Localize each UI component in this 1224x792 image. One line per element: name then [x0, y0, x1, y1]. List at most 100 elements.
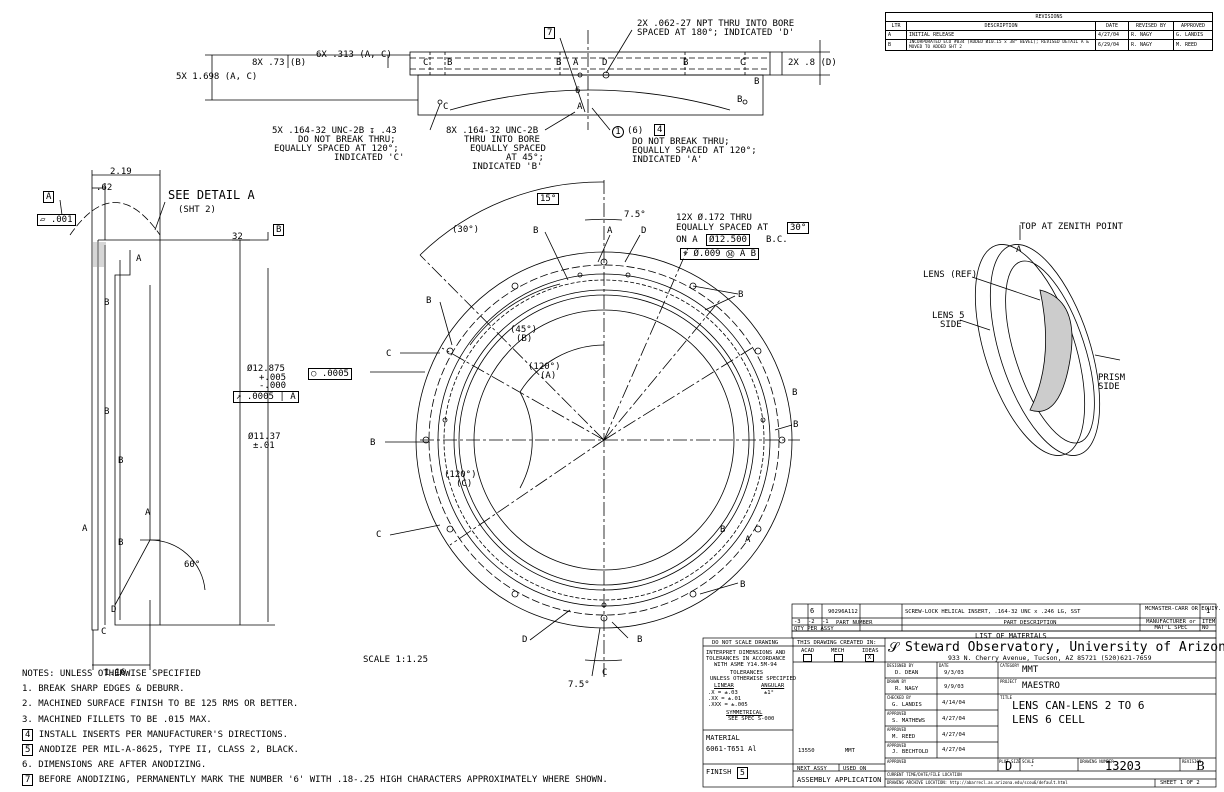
tol-value: .XXX = ±.005 — [708, 702, 748, 708]
revision-row: B INCORPORATED ECO #034 (ADDED Ø10.15 x … — [885, 39, 1213, 51]
bom-list-label: LIST OF MATERIALS — [975, 632, 1047, 640]
iso-view-geometry — [959, 225, 1121, 456]
do-not-scale: DO NOT SCALE DRAWING — [712, 640, 779, 646]
note-c-line: EQUALLY SPACED AT 120°; — [274, 144, 399, 154]
runout-icon: ↗ — [236, 392, 242, 402]
front-letter: B — [740, 580, 746, 590]
tol-value: .X = ±.03 — [708, 690, 738, 696]
revision-label: REVISION — [1182, 759, 1202, 764]
person-name: J. BECHTOLD — [892, 749, 929, 755]
note-item: 5 ANODIZE PER MIL-A-8625, TYPE II, CLASS… — [22, 743, 608, 758]
note-b-line: AT 45°; — [506, 153, 544, 163]
rev-ltr: A — [885, 30, 907, 40]
dim-2x8: 2X .8 (D) — [788, 58, 837, 68]
rev-header-date: DATE — [1095, 21, 1129, 31]
top-letter: C — [423, 58, 429, 68]
top-letter: B — [754, 77, 760, 87]
person-date: 9/9/03 — [944, 684, 964, 690]
person-name: S. MATHEWS — [892, 718, 926, 724]
bom-part-label: PART NUMBER — [836, 620, 873, 626]
title-line-1: LENS CAN-LENS 2 TO 6 — [1012, 699, 1145, 712]
person-name: D. DEAN — [895, 670, 919, 676]
iso-a-mark: A — [1016, 245, 1022, 255]
tol-minus: -.000 — [259, 381, 287, 391]
note-flag: 7 — [22, 774, 34, 787]
rev-date: 4/27/04 — [1095, 30, 1129, 40]
tol-1137: ±.01 — [253, 441, 275, 451]
rev-approved: M. REED — [1173, 39, 1213, 51]
interpret-line: WITH ASME Y14.5M-94 — [714, 662, 777, 668]
cad-ideas-checkbox: X — [865, 654, 874, 662]
plot-size-value: D — [1005, 759, 1013, 773]
front-letter: C — [376, 530, 382, 540]
note-c-line: INDICATED 'C' — [334, 153, 405, 163]
npt-note-line2: SPACED AT 180°; INDICATED 'D' — [637, 28, 795, 38]
used-on-label: USED ON — [843, 766, 867, 772]
rev-desc: INITIAL RELEASE — [906, 30, 1096, 40]
note-a-line: INDICATED 'A' — [632, 155, 703, 165]
bom-part: 90296A112 — [828, 609, 858, 615]
category-value: MMT — [1022, 665, 1039, 675]
rev-header-desc: DESCRIPTION — [906, 21, 1096, 31]
front-letter: B — [793, 420, 799, 430]
bom-item: 1 — [1206, 607, 1211, 615]
project-value: MAESTRO — [1022, 681, 1060, 691]
finish-label: FINISH — [706, 768, 732, 776]
iso-top-label: TOP AT ZENITH POINT — [1020, 222, 1123, 232]
note-item: 3. MACHINED FILLETS TO BE .015 MAX. — [22, 713, 608, 728]
front-letter: B — [533, 226, 539, 236]
tol-unless: UNLESS OTHERWISE SPECIFIED — [710, 676, 797, 682]
person-date: 4/27/04 — [942, 716, 966, 722]
general-notes: NOTES: UNLESS OTHERWISE SPECIFIED 1. BRE… — [22, 667, 608, 789]
datum-a-label: A — [43, 191, 55, 203]
cad-mech-checkbox — [834, 654, 843, 662]
note-flag: 4 — [22, 728, 34, 741]
top-letter: B — [737, 95, 743, 105]
note-item: 2. MACHINED SURFACE FINISH TO BE 125 RMS… — [22, 697, 608, 712]
sheet-number: SHEET 1 OF 2 — [1160, 780, 1200, 786]
drawing-number-label: DRAWING NUMBER — [1080, 759, 1114, 764]
hole-note-1: 12X Ø.172 THRU — [676, 213, 752, 223]
section-letter: C — [101, 627, 107, 637]
scale-block-value: - — [1030, 762, 1035, 770]
notes-header: NOTES: UNLESS OTHERWISE SPECIFIED — [22, 669, 201, 679]
iso-lens5: LENS 5 — [932, 311, 965, 321]
circularity-value: .0005 — [321, 369, 349, 379]
top-letter: D — [602, 58, 608, 68]
interpret-line: INTERPRET DIMENSIONS AND — [706, 650, 786, 656]
bom-qty-label: QTY PER ASSY — [794, 626, 834, 632]
top-letter: B — [683, 58, 689, 68]
angle-7-5-bottom: 7.5° — [568, 680, 590, 690]
section-view-geometry — [59, 170, 275, 670]
rev-approved: G. LANDIS — [1173, 30, 1213, 40]
material-value: 6061-T651 Al — [706, 745, 757, 753]
cad-acad: ACAD — [801, 648, 815, 654]
person-role: APPROVED — [887, 743, 907, 748]
material-label: MATERIAL — [706, 734, 740, 742]
top-letter: 6 — [575, 86, 581, 96]
bom-dash: -2 — [808, 619, 815, 625]
position-tol-value: Ø.009 Ⓜ A B — [693, 249, 757, 259]
rev-ltr: B — [885, 39, 907, 51]
flatness-icon: ▱ — [40, 215, 46, 225]
note-number: 3. — [22, 714, 33, 725]
plot-size-label: PLOT SIZE — [999, 759, 1021, 764]
angle-120a-sub: (A) — [540, 371, 557, 381]
drawing-number: 13203 — [1105, 759, 1142, 773]
dim-1-16: 1.16 — [104, 668, 126, 678]
front-letter: C — [386, 349, 392, 359]
rev-header-ltr: LTR — [885, 21, 907, 31]
note-text: MACHINED SURFACE FINISH TO BE 125 RMS OR… — [38, 699, 299, 710]
front-letter: B — [426, 296, 432, 306]
person-date: 9/3/03 — [944, 670, 964, 676]
next-assy-label: NEXT ASSY — [797, 766, 827, 772]
note-item: 6. DIMENSIONS ARE AFTER ANODIZING. — [22, 758, 608, 773]
front-letter: D — [522, 635, 528, 645]
note-item: 7 BEFORE ANODIZING, PERMANENTLY MARK THE… — [22, 773, 608, 788]
person-name: R. NAGY — [895, 686, 919, 692]
cad-mech: MECH — [831, 648, 845, 654]
rev-desc: INCORPORATED ECO #034 (ADDED Ø10.15 x 38… — [906, 39, 1096, 51]
interpret-line: TOLERANCES IN ACCORDANCE — [706, 656, 786, 662]
